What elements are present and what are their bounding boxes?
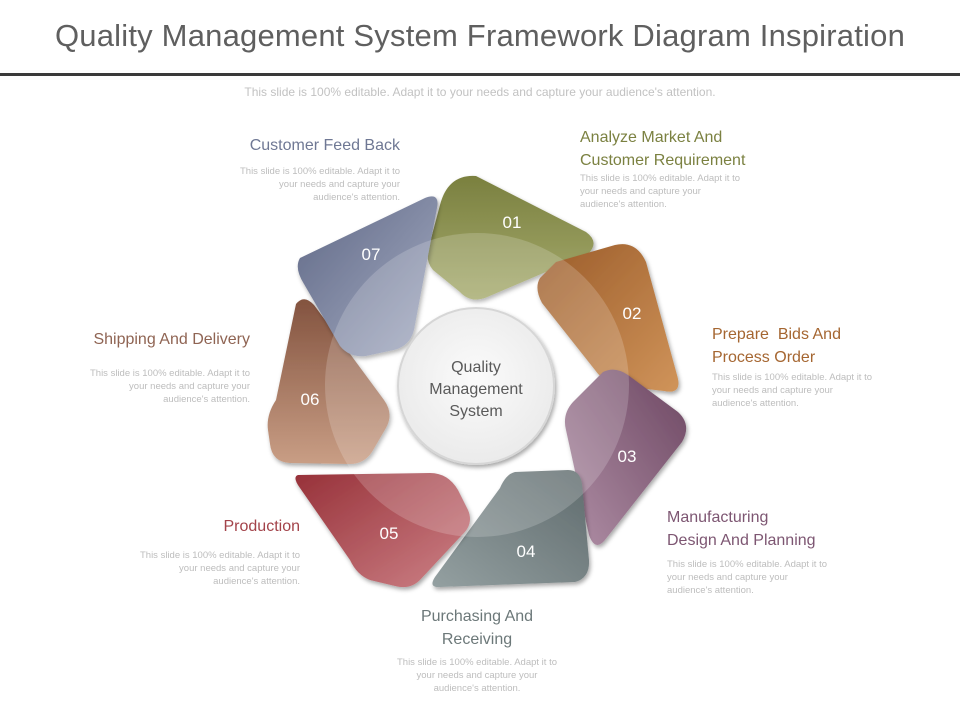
center-line-2: Management — [429, 381, 523, 398]
segment-03 — [564, 369, 687, 545]
step-desc-01: This slide is 100% editable. Adapt it to… — [580, 173, 741, 210]
step-desc-05: This slide is 100% editable. Adapt it to… — [139, 550, 300, 587]
page-title: Quality Management System Framework Diag… — [54, 18, 906, 53]
step-number-05: 05 — [380, 524, 399, 543]
step-label-04: Purchasing And Receiving — [420, 608, 534, 648]
segment-07 — [297, 196, 438, 357]
segment-02 — [537, 244, 679, 392]
step-label-02: Prepare Bids And Process Order — [712, 326, 841, 366]
title-divider — [0, 73, 960, 76]
step-number-03: 03 — [618, 447, 637, 466]
segment-05 — [295, 473, 470, 588]
step-number-01: 01 — [503, 213, 522, 232]
step-label-01: Analyze Market And Customer Requirement — [580, 129, 746, 169]
step-label-05: Production — [223, 518, 301, 535]
step-label-07: Customer Feed Back — [249, 137, 400, 154]
step-desc-04: This slide is 100% editable. Adapt it to… — [396, 657, 557, 694]
step-number-04: 04 — [517, 542, 536, 561]
step-number-06: 06 — [301, 390, 320, 409]
center-line-1: Quality — [451, 359, 501, 376]
step-desc-07: This slide is 100% editable. Adapt it to… — [239, 166, 400, 203]
segment-06 — [267, 299, 390, 464]
step-desc-06: This slide is 100% editable. Adapt it to… — [89, 368, 250, 405]
segment-04 — [432, 470, 590, 588]
step-label-06: Shipping And Delivery — [93, 331, 250, 348]
page-subtitle: This slide is 100% editable. Adapt it to… — [244, 85, 716, 99]
center-line-3: System — [449, 403, 502, 420]
step-desc-03: This slide is 100% editable. Adapt it to… — [667, 559, 828, 596]
center-hub: Quality Management System — [397, 307, 555, 465]
step-label-03: Manufacturing Design And Planning — [667, 509, 816, 549]
step-number-02: 02 — [623, 304, 642, 323]
step-desc-02: This slide is 100% editable. Adapt it to… — [712, 372, 873, 409]
step-number-07: 07 — [362, 245, 381, 264]
